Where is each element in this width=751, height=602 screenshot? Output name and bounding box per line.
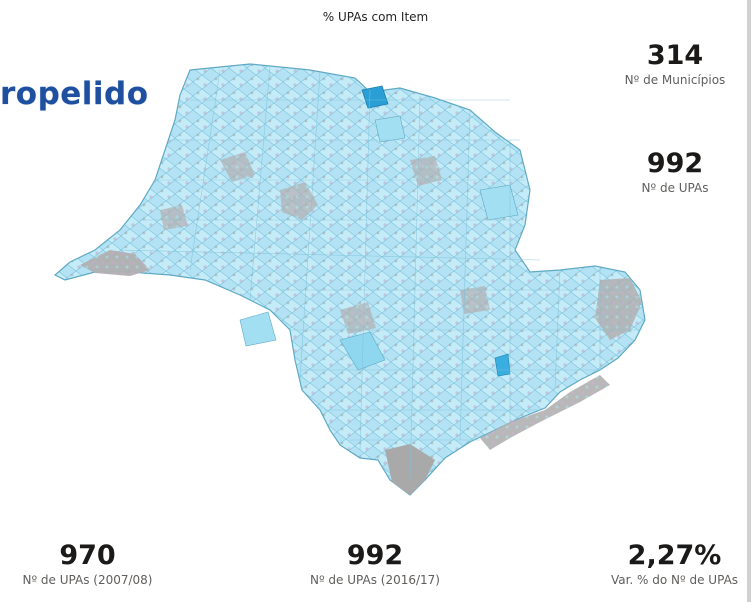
kpi-card-upas[interactable]: 992 Nº de UPAs [600, 148, 750, 196]
kpi-card-upas-2007[interactable]: 970 Nº de UPAs (2007/08) [0, 540, 175, 588]
no-data-region-center [280, 182, 318, 220]
high-value-region [361, 85, 389, 109]
kpi-card-municipios[interactable]: 314 Nº de Municípios [600, 40, 750, 88]
kpi-value: 2,27% [627, 540, 722, 571]
state-outline [53, 63, 646, 496]
kpi-value: 992 [646, 148, 704, 179]
no-data-region-coast [480, 375, 610, 450]
panel-divider [747, 0, 751, 602]
kpi-label: Nº de UPAs [641, 181, 709, 195]
no-data-region-east [595, 278, 642, 340]
kpi-label: Var. % do Nº de UPAs [610, 573, 739, 587]
overlay-label: ropelido [0, 76, 149, 112]
kpi-value: 970 [59, 540, 116, 571]
no-data-region-west [80, 250, 150, 276]
sao-paulo-map-svg [53, 63, 646, 496]
kpi-label: Nº de UPAs (2007/08) [22, 573, 153, 587]
kpi-label: Nº de UPAs (2016/17) [309, 573, 440, 587]
kpi-card-variacao[interactable]: 2,27% Var. % do Nº de UPAs [598, 540, 751, 588]
choropleth-map[interactable] [40, 40, 680, 510]
kpi-label: Nº de Municípios [624, 73, 726, 87]
kpi-value: 992 [346, 540, 404, 571]
map-title: % UPAs com Item [322, 10, 429, 24]
kpi-card-upas-2016[interactable]: 992 Nº de UPAs (2016/17) [290, 540, 460, 588]
kpi-value: 314 [646, 40, 704, 71]
